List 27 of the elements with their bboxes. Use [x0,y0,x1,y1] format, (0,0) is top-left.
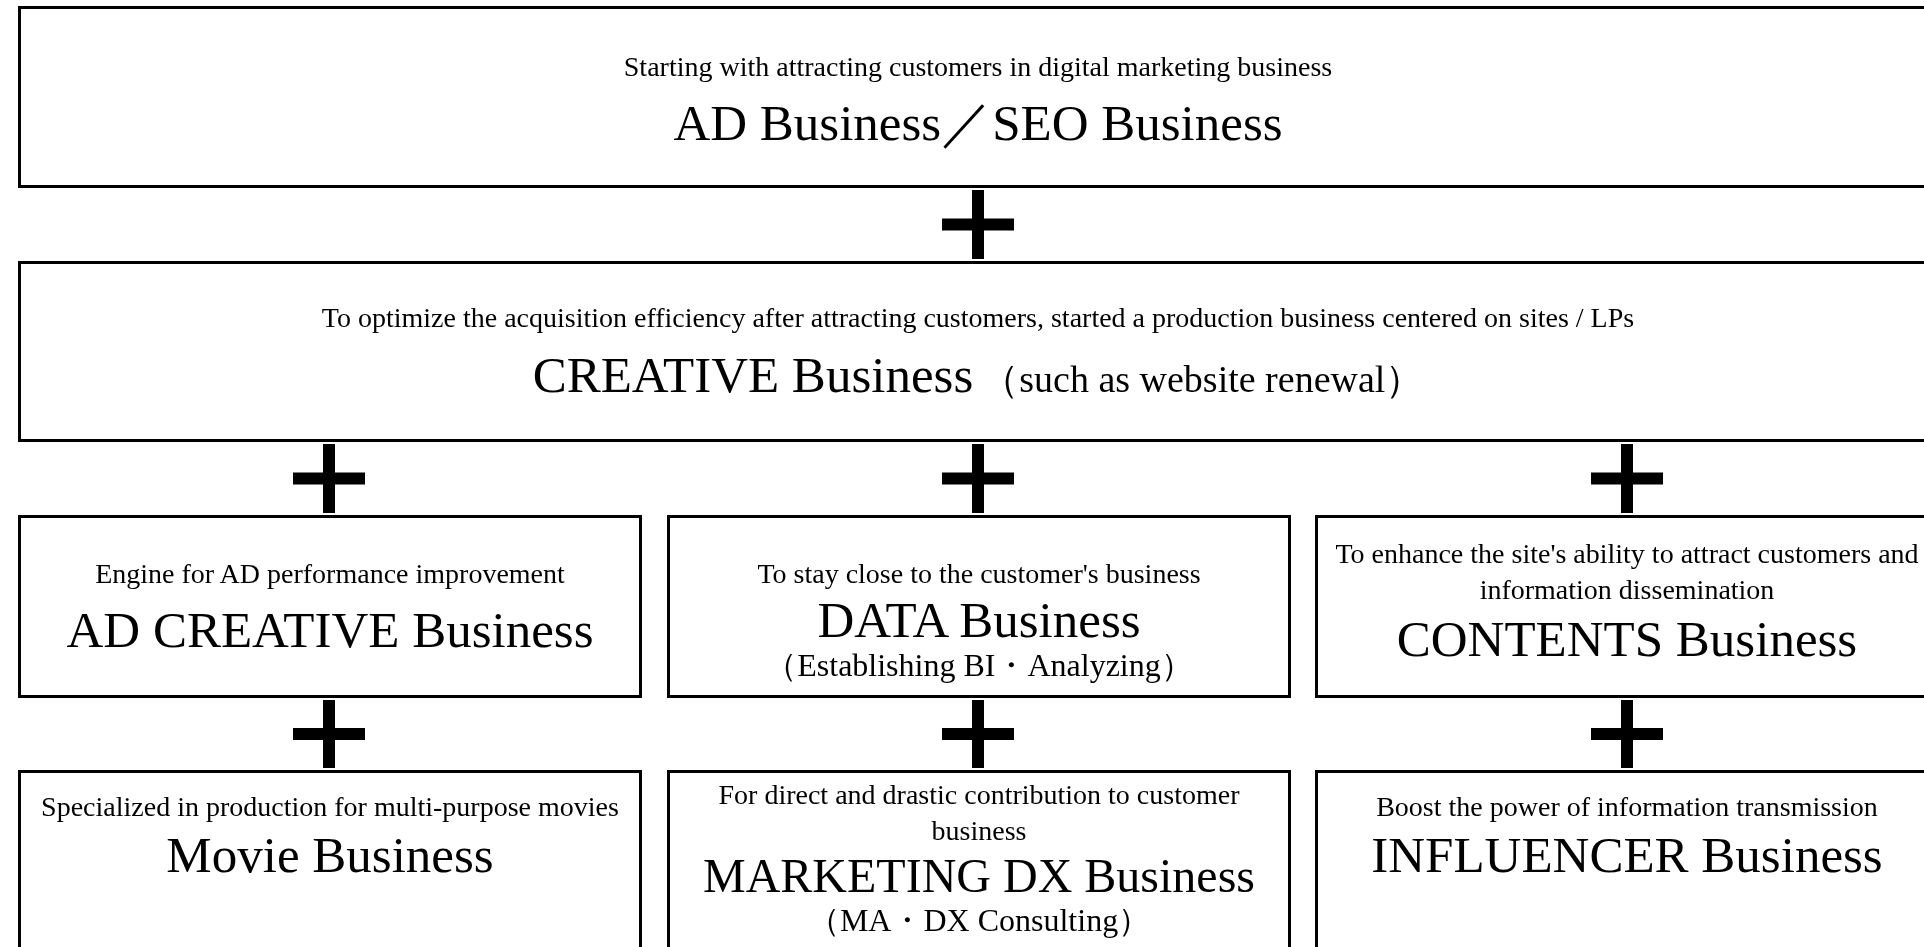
business-box [18,261,1924,442]
business-box [1315,770,1924,947]
description-text: For direct and drastic contribution to customer business [717,778,1241,849]
business-box [667,515,1291,698]
business-box [18,515,642,698]
business-title: INFLUENCER Business [1371,827,1883,884]
business-title: DATA Business [817,592,1141,649]
business-note: （Establishing BI・Analyzing） [765,648,1193,684]
description-text: To stay close to the customer's business [757,557,1201,591]
business-title: MARKETING DX Business [703,849,1255,903]
description-text: To optimize the acquisition efficiency after attracting customers, started a production business centered on sites / LPs [321,301,1635,335]
business-box [667,770,1291,947]
business-box [1315,515,1924,698]
business-title: Movie Business [166,827,494,884]
business-title: CONTENTS Business [1396,610,1858,667]
business-title: AD CREATIVE Business [66,602,594,659]
business-title: CREATIVE Business [532,346,974,406]
description-text: To enhance the site's ability to attract customers and information dissemination [1334,537,1920,608]
business-box [18,770,642,947]
business-title: AD Business／SEO Business [673,95,1283,152]
description-text: Engine for AD performance improvement [95,557,565,591]
business-note: （MA・DX Consulting） [807,902,1151,938]
description-text: Specialized in production for multi-purpose movies [41,790,619,824]
business-box [18,6,1924,188]
business-note: （such as website renewal） [981,358,1424,403]
description-text: Starting with attracting customers in digital marketing business [623,50,1333,84]
description-text: Boost the power of information transmission [1376,790,1878,824]
